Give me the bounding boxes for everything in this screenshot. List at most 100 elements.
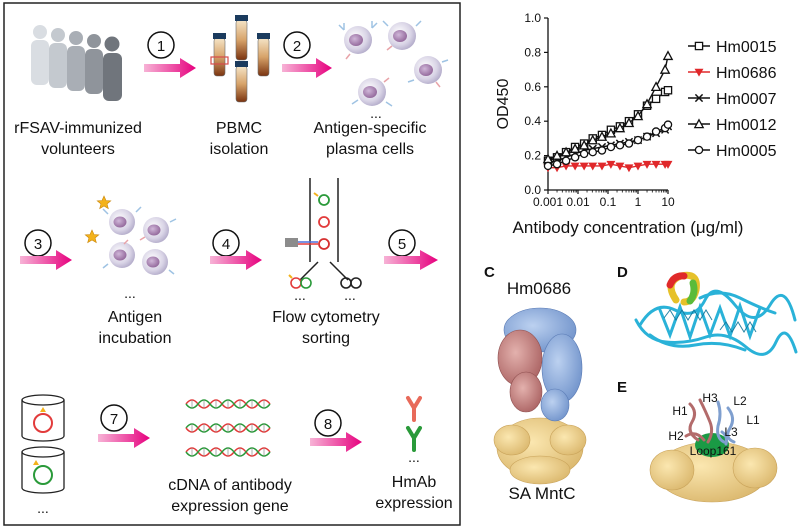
data-point-Hm0005 [615, 141, 625, 150]
pbmc-label-1: PBMC [216, 120, 262, 137]
data-point-Hm0012 [650, 81, 662, 92]
data-point-Hm0005 [633, 135, 643, 145]
data-point-Hm0012 [659, 64, 671, 74]
pbmc-label-2: isolation [210, 141, 269, 158]
loop-h1-label: H1 [672, 404, 688, 418]
arrow-4-icon [210, 250, 262, 270]
dna-helix-icon [185, 399, 271, 457]
wells-ellipsis: ... [37, 500, 49, 516]
data-point-Hm0686 [615, 162, 625, 171]
data-point-Hm0005 [552, 159, 562, 169]
plasma-cells-icon [338, 20, 449, 107]
flow-ellipsis-right: ... [344, 287, 356, 303]
hmab-label-2: expression [375, 495, 452, 512]
data-point-Hm0686 [606, 160, 616, 169]
panel-c: C Hm0686 SA MntC [484, 264, 587, 503]
data-point-Hm0012 [614, 122, 626, 133]
antigen-ellipsis: ... [124, 285, 136, 301]
data-point-Hm0005 [570, 153, 580, 162]
flow-label-1: Flow cytometry [272, 309, 380, 326]
panel-e: E H3 L2 H1 L1 H2 L3 Loop161 [617, 379, 778, 503]
loop161-label: Loop161 [690, 444, 737, 458]
data-point-Hm0015 [651, 94, 661, 104]
hmab-ellipsis: ... [408, 449, 420, 465]
panel-d-letter: D [617, 264, 628, 281]
loop-h3-label: H3 [702, 391, 718, 405]
data-point-Hm0686 [642, 160, 652, 169]
data-point-Hm0005 [642, 132, 652, 141]
data-point-Hm0686 [663, 160, 673, 169]
data-point-Hm0686 [624, 164, 634, 173]
data-point-Hm0012 [596, 131, 608, 141]
data-point-Hm0012 [662, 50, 674, 61]
arrow-7-icon [98, 428, 150, 448]
y-tick-label: 0.8 [524, 45, 541, 59]
panel-c-title: Hm0686 [507, 279, 571, 298]
plasma-label-2: plasma cells [326, 141, 414, 158]
workflow-panel: rFSAV-immunized volunteers 1 PBMC isolat… [3, 2, 461, 526]
flow-cytometer-icon [285, 178, 362, 289]
series-Hm0686 [543, 160, 673, 173]
legend-marker-Hm0012 [693, 118, 705, 129]
volunteers-label-1: rFSAV-immunized [14, 120, 142, 137]
antigen-label-2: incubation [99, 330, 172, 347]
data-point-Hm0005 [561, 156, 571, 166]
panel-d: D [617, 264, 798, 356]
data-point-Hm0012 [560, 146, 572, 157]
series-Hm0012 [542, 50, 674, 164]
data-point-Hm0012 [587, 134, 599, 145]
chart-y-label: OD450 [495, 79, 512, 130]
y-tick-label: 0.6 [524, 80, 541, 94]
arrow-2-icon [282, 58, 332, 78]
flow-ellipsis-left: ... [294, 287, 306, 303]
volunteers-label-2: volunteers [41, 141, 115, 158]
mntc-surface [649, 441, 778, 503]
data-point-Hm0686 [588, 162, 598, 171]
data-point-Hm0012 [578, 139, 590, 150]
data-point-Hm0012 [632, 110, 644, 121]
data-point-Hm0686 [633, 162, 643, 171]
data-point-Hm0005 [579, 149, 589, 159]
series-Hm0005 [543, 120, 673, 171]
x-tick-label: 10 [661, 195, 675, 209]
x-tick-label: 1 [635, 195, 642, 209]
chart-series [542, 50, 674, 173]
heavy-chain-surface [497, 329, 543, 413]
cdna-label-2: expression gene [171, 498, 289, 515]
step-2-number: 2 [293, 38, 301, 55]
legend-label-Hm0686: Hm0686 [716, 65, 777, 82]
flow-label-2: sorting [302, 330, 350, 347]
highlight-loop-green [686, 279, 698, 305]
x-tick-label: 0.1 [600, 195, 617, 209]
antigen-label-1: Antigen [108, 309, 162, 326]
y-tick-label: 0.0 [524, 183, 541, 197]
y-tick-label: 0.2 [524, 149, 541, 163]
step-7-number: 7 [110, 411, 118, 428]
step-8-number: 8 [324, 416, 332, 433]
data-point-Hm0012 [569, 143, 581, 153]
legend-marker-Hm0005 [694, 145, 704, 155]
data-point-Hm0005 [588, 147, 597, 157]
loop-l1-label: L1 [746, 413, 760, 427]
legend-label-Hm0015: Hm0015 [716, 39, 777, 56]
panel-c-subtitle: SA MntC [508, 484, 575, 503]
legend-marker-Hm0007 [694, 93, 704, 103]
legend-label-Hm0005: Hm0005 [716, 143, 777, 160]
arrow-1-icon [144, 58, 196, 78]
loop-l2-label: L2 [733, 394, 747, 408]
legend-marker-Hm0015 [694, 41, 704, 51]
arrow-3-icon [20, 250, 72, 270]
legend-label-Hm0012: Hm0012 [716, 117, 777, 134]
hmab-label-1: HmAb [392, 474, 437, 491]
step-8-badge [314, 409, 342, 437]
data-point-Hm0686 [570, 162, 580, 171]
panel-c-letter: C [484, 264, 495, 281]
step-1-badge [147, 31, 175, 59]
data-point-Hm0012 [623, 117, 635, 128]
antigen-surface [493, 417, 587, 485]
data-point-Hm0005 [543, 161, 553, 171]
antigen-cells-icon [102, 206, 177, 275]
step-4-number: 4 [222, 236, 230, 253]
